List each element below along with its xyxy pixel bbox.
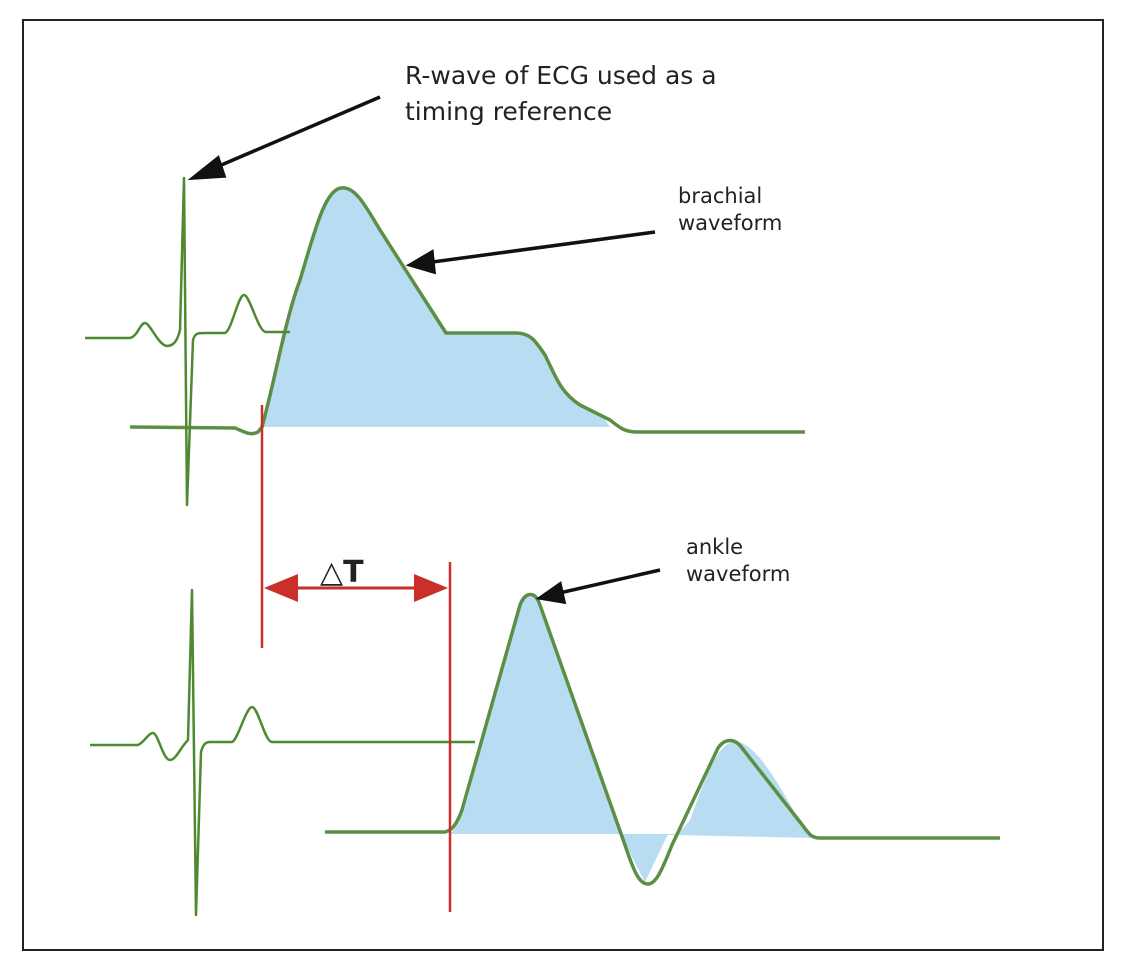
delta-t-marker: △T — [260, 405, 452, 912]
diagram-frame — [22, 19, 1104, 951]
brachial-arrowhead-icon — [405, 249, 436, 275]
ankle-label-line1: ankle — [686, 535, 743, 559]
brachial-label-line1: brachial — [678, 184, 762, 208]
arrowhead-left-icon — [264, 574, 298, 602]
brachial-waveform — [129, 186, 805, 436]
rwave-arrow — [204, 95, 381, 174]
rwave-label-line2: timing reference — [405, 97, 612, 126]
ankle-waveform-fill — [450, 594, 815, 882]
rwave-arrowhead-icon — [187, 155, 227, 181]
rwave-label-line1: R-wave of ECG used as a — [405, 61, 717, 90]
brachial-label-line2: waveform — [678, 211, 782, 235]
ankle-label-line2: waveform — [686, 562, 790, 586]
brachial-arrow — [424, 230, 656, 265]
ankle-arrowhead-icon — [535, 581, 567, 605]
ankle-waveform — [325, 592, 1000, 886]
ankle-arrow — [554, 568, 661, 596]
ecg-trace-top — [85, 176, 290, 507]
ecg-trace-bottom — [90, 588, 475, 917]
delta-t-label: △T — [320, 555, 364, 590]
arrowhead-right-icon — [414, 574, 448, 602]
brachial-waveform-fill — [262, 187, 610, 427]
